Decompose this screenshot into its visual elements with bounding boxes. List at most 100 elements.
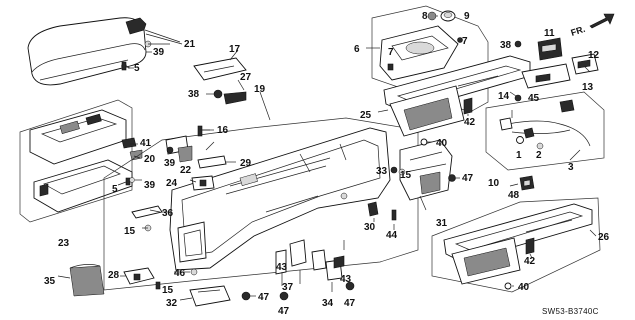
- callout-15: 15: [400, 170, 412, 181]
- callout-32: 32: [166, 298, 178, 309]
- callout-20: 20: [144, 154, 156, 165]
- callout-45: 45: [528, 93, 540, 104]
- bulb-1: [516, 136, 524, 144]
- callout-10: 10: [488, 178, 500, 189]
- callout-22: 22: [180, 165, 192, 176]
- callout-41: 41: [140, 138, 152, 149]
- callout-37: 37: [282, 282, 294, 293]
- screw-7a: [387, 63, 394, 71]
- bolt-47a: [241, 291, 251, 301]
- garnish-13: [521, 63, 571, 89]
- knob-9: [440, 10, 456, 22]
- callout-25: 25: [360, 110, 372, 121]
- callout-44: 44: [386, 230, 398, 241]
- callout-3: 3: [568, 162, 574, 173]
- wiring-harness: [499, 99, 591, 150]
- callout-19: 19: [254, 84, 266, 95]
- clip-45: [514, 94, 522, 102]
- group-box-3: [485, 91, 605, 171]
- center-console: [169, 127, 391, 271]
- callout-38: 38: [500, 40, 512, 51]
- bracket-34: [325, 255, 345, 281]
- callout-26: 26: [598, 232, 610, 243]
- shift-bracket: [399, 139, 453, 201]
- callout-47: 47: [278, 306, 290, 317]
- diagram-code: SW53-B3740C: [542, 307, 599, 316]
- washer-40b: [504, 282, 512, 290]
- clip-8: [427, 11, 437, 21]
- front-direction-label: FR.: [570, 24, 587, 38]
- lid-base-frame: [33, 159, 133, 213]
- group-box-19: [103, 117, 419, 291]
- clip-38a: [206, 89, 223, 99]
- callout-47: 47: [344, 298, 356, 309]
- bracket-43: [275, 249, 287, 275]
- callout-43: 43: [276, 262, 288, 273]
- insert-plate: [193, 57, 247, 81]
- leader-lines: [57, 15, 597, 301]
- callout-15: 15: [124, 226, 136, 237]
- callout-46: 46: [174, 268, 186, 279]
- bracket-32: [189, 285, 231, 307]
- callout-5: 5: [112, 184, 118, 195]
- latch-clip: [121, 137, 143, 161]
- callout-8: 8: [422, 11, 428, 22]
- callout-42: 42: [524, 256, 536, 267]
- callout-39: 39: [144, 180, 156, 191]
- callout-labels: 21 39 5 17 27 38 19 16 41 20 39 22 29 24…: [44, 11, 610, 317]
- clip-42b: [525, 237, 535, 255]
- callout-43: 43: [340, 274, 352, 285]
- callout-23: 23: [58, 238, 70, 249]
- callout-35: 35: [44, 276, 56, 287]
- screw-39b: [129, 177, 142, 183]
- callout-7: 7: [462, 36, 468, 47]
- callout-39: 39: [164, 158, 176, 169]
- callout-36: 36: [162, 208, 174, 219]
- callout-30: 30: [364, 222, 376, 233]
- shift-panel-upper: [383, 55, 531, 137]
- callout-5: 5: [134, 63, 140, 74]
- bracket-36: [131, 205, 172, 219]
- callout-7: 7: [388, 47, 394, 58]
- callout-40: 40: [436, 138, 448, 149]
- callout-6: 6: [354, 44, 360, 55]
- callout-13: 13: [582, 82, 594, 93]
- front-direction-indicator: FR.: [570, 13, 615, 38]
- screw-15c: [155, 281, 161, 290]
- callout-47: 47: [462, 173, 474, 184]
- front-arrow-icon: [589, 13, 615, 29]
- shift-panel-lower: [443, 203, 593, 285]
- callout-11: 11: [544, 28, 555, 39]
- callout-48: 48: [508, 190, 520, 201]
- nut-46: [190, 268, 198, 276]
- clip-39c: [166, 146, 174, 154]
- callout-16: 16: [217, 125, 229, 136]
- bracket-24: [191, 175, 215, 191]
- callout-38: 38: [188, 89, 200, 100]
- bracket-37: [289, 239, 327, 271]
- screw-16: [197, 125, 214, 137]
- clip-42a: [463, 97, 473, 115]
- callout-2: 2: [536, 150, 542, 161]
- callout-29: 29: [240, 158, 252, 169]
- rubber-mat: [223, 91, 247, 105]
- callout-34: 34: [322, 298, 334, 309]
- callout-27: 27: [240, 72, 252, 83]
- callout-33: 33: [376, 166, 388, 177]
- bushing-30: [367, 201, 379, 217]
- ashtray-box: [69, 264, 105, 297]
- callout-40: 40: [518, 282, 530, 293]
- callout-1: 1: [516, 150, 522, 161]
- callout-42: 42: [464, 117, 476, 128]
- callout-17: 17: [229, 44, 241, 55]
- switch-48: [519, 175, 535, 191]
- coin-tray: [379, 25, 459, 81]
- screw-5a: [121, 61, 127, 71]
- callout-47: 47: [258, 292, 270, 303]
- callout-24: 24: [166, 178, 178, 189]
- screw-7b: [457, 37, 463, 43]
- grille-29: [197, 155, 236, 169]
- callout-28: 28: [108, 270, 120, 281]
- screw-44: [391, 209, 397, 221]
